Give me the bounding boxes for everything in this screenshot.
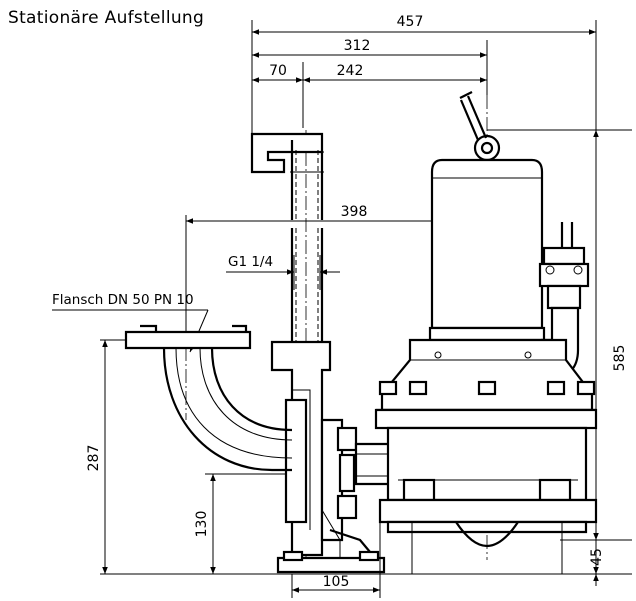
pump — [374, 91, 598, 574]
label-thread: G1 1/4 — [228, 254, 273, 270]
flange-bolts — [378, 380, 596, 396]
dim-105: 105 — [323, 574, 350, 590]
dim-45: 45 — [589, 548, 605, 566]
drawing-title: Stationäre Aufstellung — [8, 8, 205, 28]
dim-130: 130 — [194, 511, 210, 538]
label-flange: Flansch DN 50 PN 10 — [52, 292, 194, 308]
dim-457: 457 — [397, 14, 424, 30]
dim-398: 398 — [341, 204, 368, 220]
riser-pipe — [250, 132, 324, 342]
dim-585: 585 — [612, 345, 628, 372]
guide-bracket — [270, 340, 386, 574]
dim-312: 312 — [344, 38, 371, 54]
dim-287: 287 — [86, 445, 102, 472]
dimension-lines — [52, 20, 632, 598]
motor-housing — [430, 158, 544, 330]
dim-242: 242 — [337, 63, 364, 79]
flange-elbow — [124, 324, 293, 472]
dim-70: 70 — [269, 63, 287, 79]
pump-body — [380, 338, 594, 412]
